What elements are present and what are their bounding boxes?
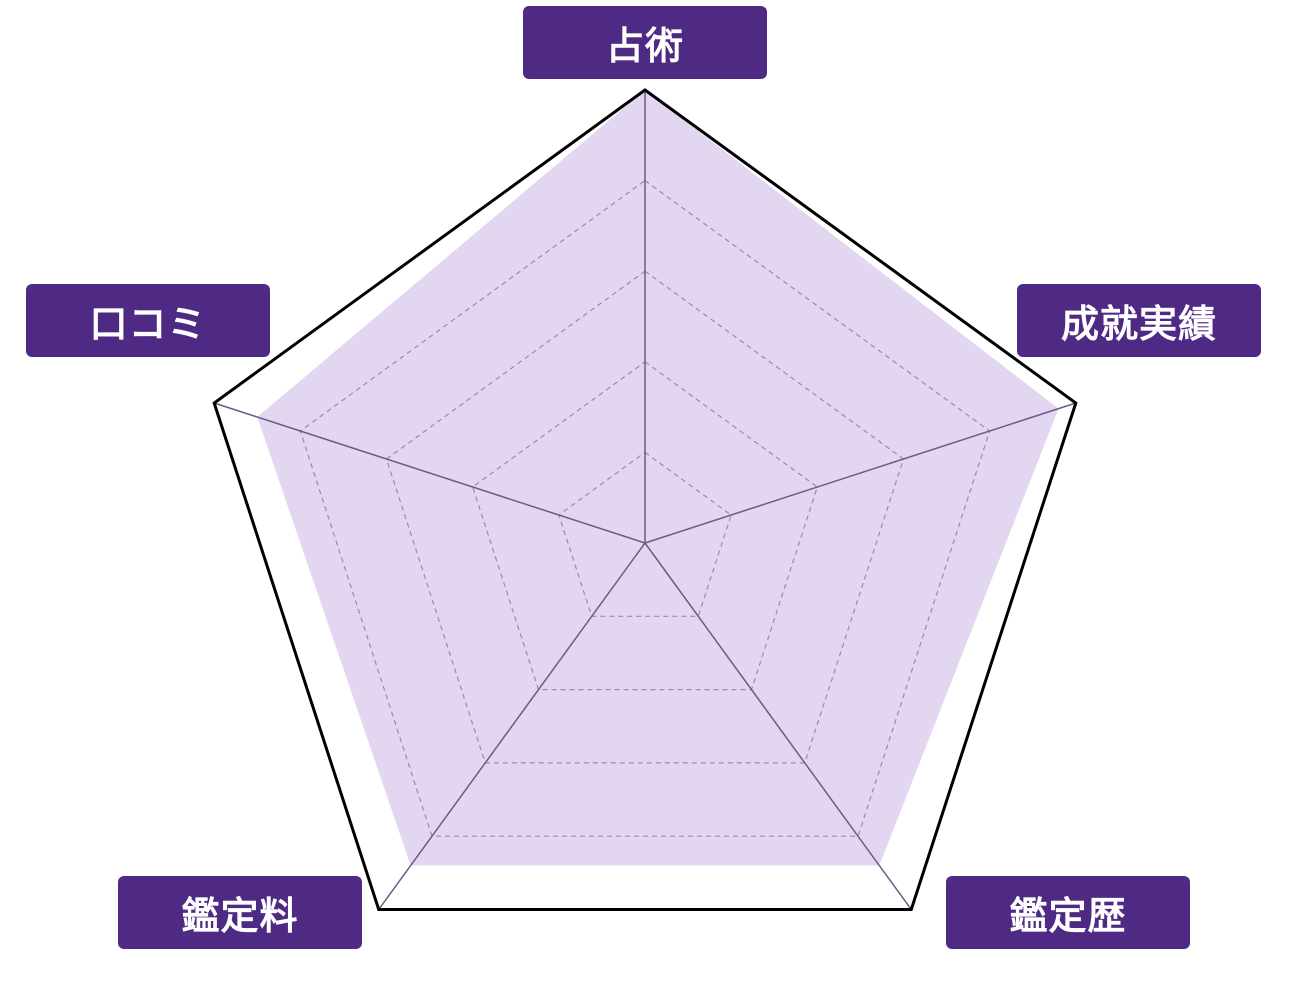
axis-label-achievements: 成就実績: [1017, 284, 1261, 357]
axis-label-fee: 鑑定料: [118, 876, 362, 949]
axis-line-2: [644, 542, 912, 910]
outer-ring: [212, 88, 1078, 911]
data-area: [257, 90, 1059, 866]
grid-ring-2: [471, 361, 819, 691]
axis-line-4: [213, 402, 646, 544]
axis-label-reviews: 口コミ: [26, 284, 270, 357]
axis-line-3: [378, 542, 646, 910]
grid-ring-1: [558, 451, 732, 617]
grid-ring-4: [299, 179, 991, 837]
axis-label-fortune-telling: 占術: [523, 6, 767, 79]
axis-line-1: [644, 402, 1077, 544]
axis-label-experience: 鑑定歴: [946, 876, 1190, 949]
